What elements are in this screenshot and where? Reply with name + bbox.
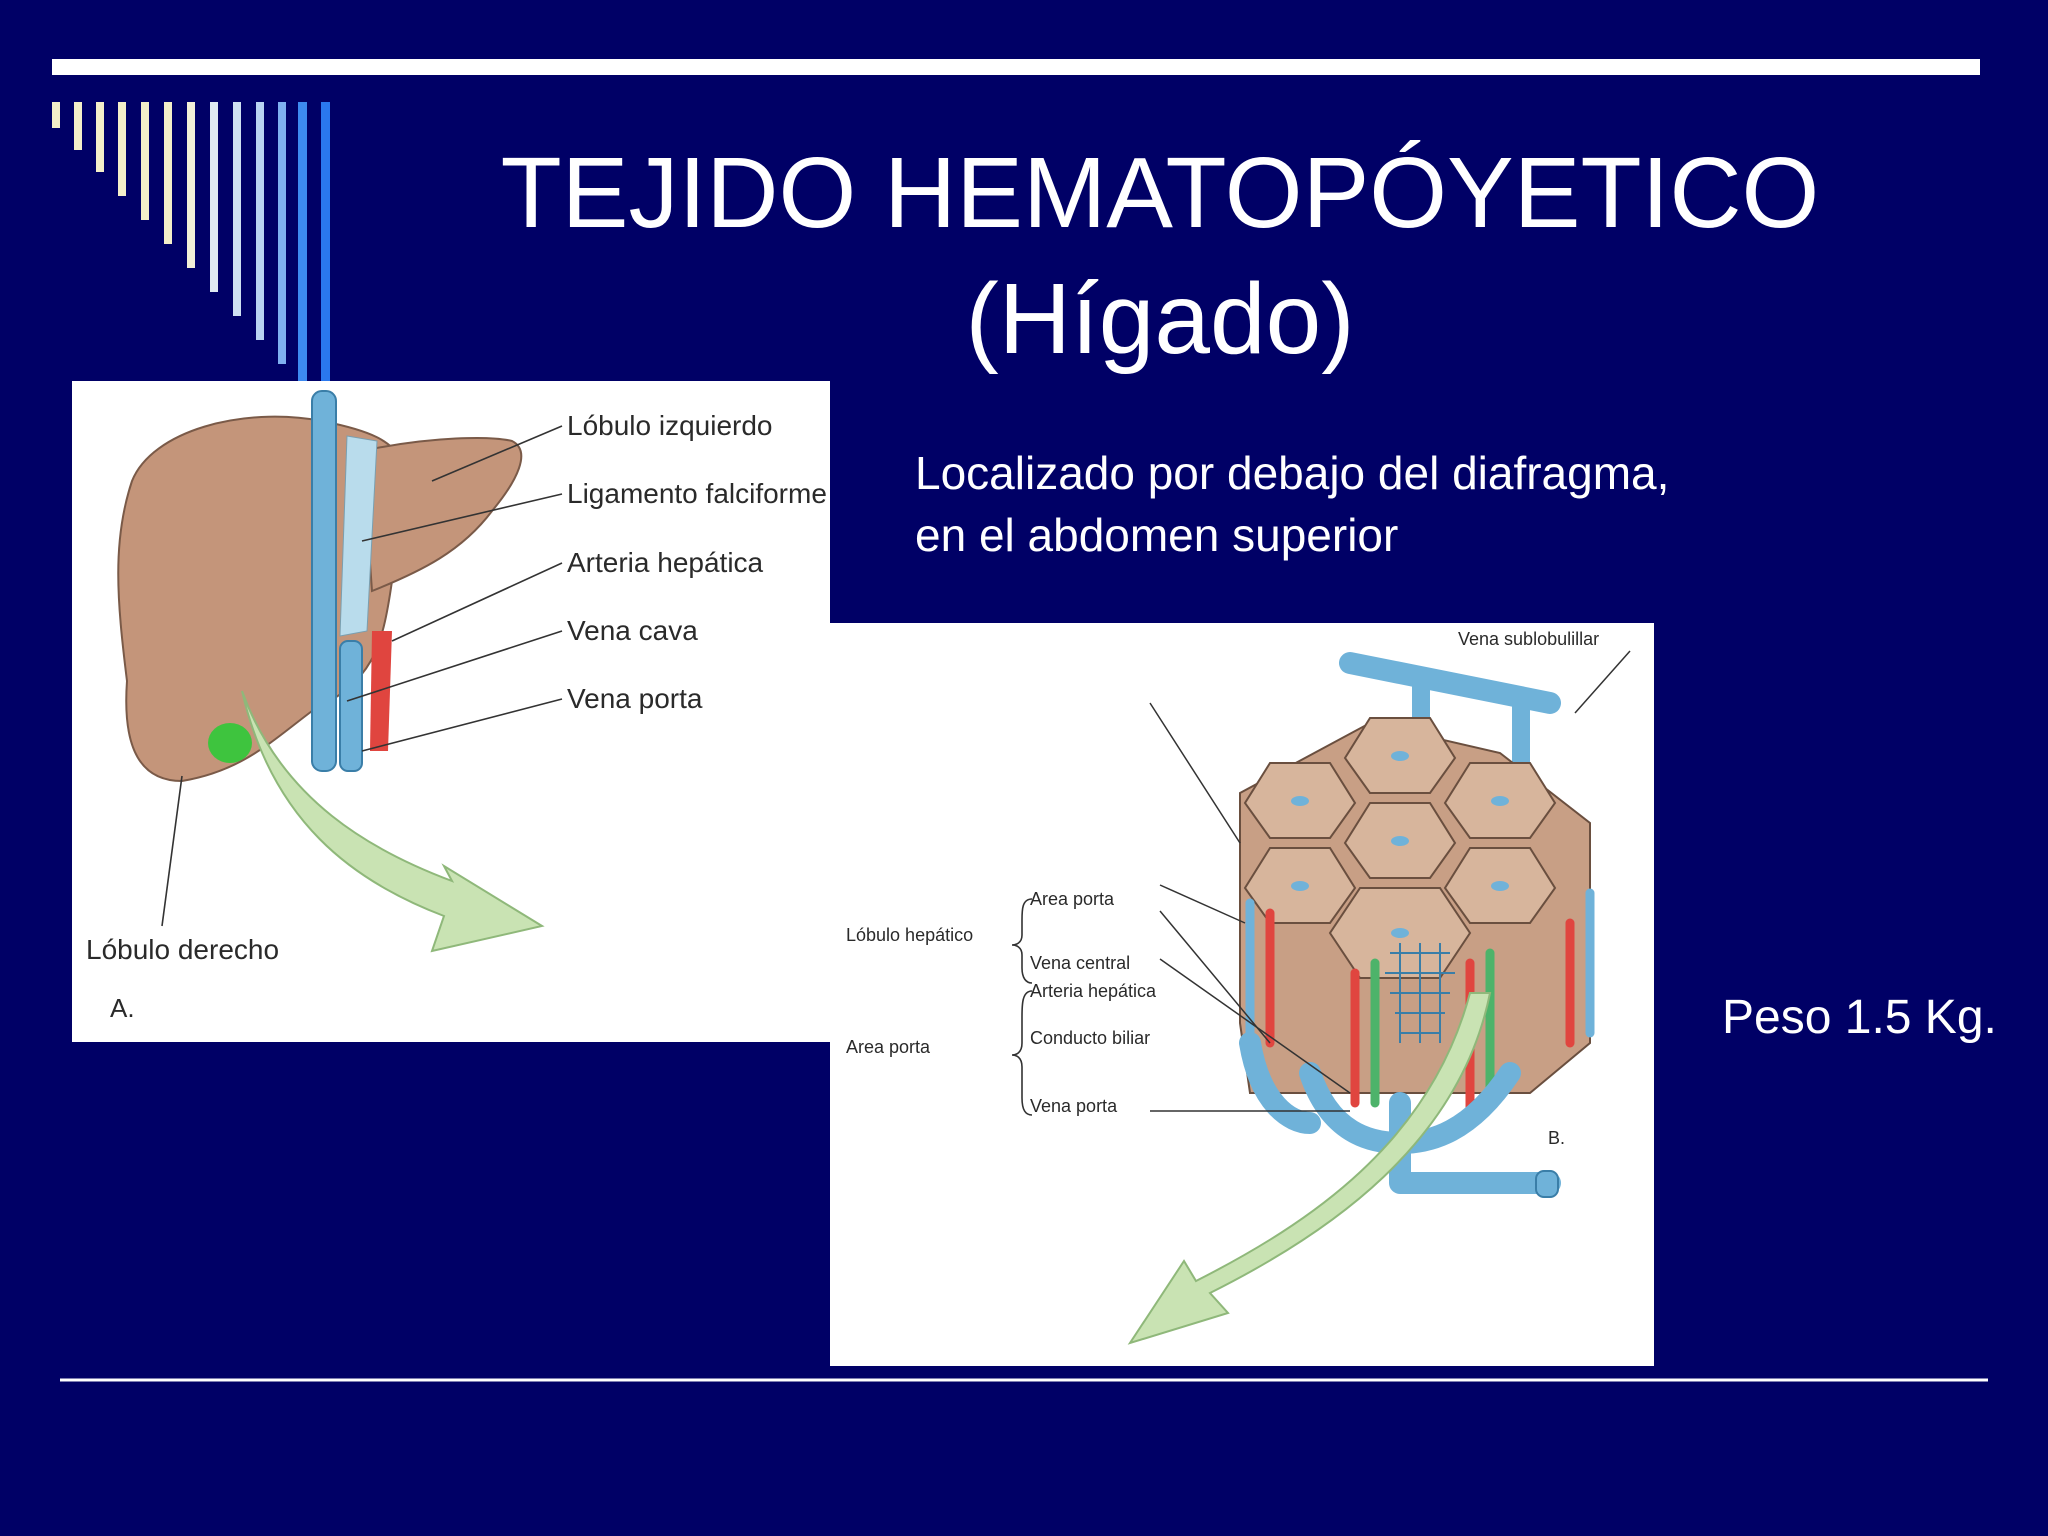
magnify-arrow-b	[1127, 992, 1492, 1345]
title-line-2: (Hígado)	[965, 263, 1355, 375]
sinusoid-mesh	[1385, 943, 1455, 1043]
top-rule	[52, 59, 1980, 75]
gallbladder-shape	[208, 723, 252, 763]
label-hepatic-artery-b: Arteria hepática	[1030, 981, 1157, 1001]
central-veins	[1291, 751, 1509, 938]
figure-b-lobules: Vena sublobulillar Lóbulo hepático Area …	[830, 623, 1654, 1366]
description-line-2: en el abdomen superior	[915, 509, 1399, 561]
label-bile-duct: Conducto biliar	[1030, 1028, 1150, 1048]
label-hepatic-lobule: Lóbulo hepático	[846, 925, 973, 945]
falciform-ligament-shape	[339, 435, 378, 637]
magnify-arrow-a	[241, 690, 545, 953]
label-portal-area-2: Area porta	[846, 1037, 931, 1057]
label-central-vein: Vena central	[1030, 953, 1130, 973]
figure-a-tag: A.	[110, 993, 135, 1023]
vena-cava-shape	[311, 390, 337, 772]
lobule-hexagons	[1243, 717, 1557, 979]
label-vena-cava: Vena cava	[567, 615, 698, 646]
location-description: Localizado por debajo del diafragma, en …	[915, 442, 1965, 566]
label-portal-vein: Vena porta	[567, 683, 703, 714]
description-line-1: Localizado por debajo del diafragma,	[915, 447, 1670, 499]
label-portal-vein-b: Vena porta	[1030, 1096, 1118, 1116]
lobule-illustration: Vena sublobulillar Lóbulo hepático Area …	[846, 629, 1631, 1345]
label-portal-area-1: Area porta	[1030, 889, 1115, 909]
title-line-1: TEJIDO HEMATOPÓYETICO	[500, 137, 1820, 249]
portal-vein-shape	[339, 640, 363, 772]
label-left-lobe: Lóbulo izquierdo	[567, 410, 773, 441]
hepatic-artery-shape	[370, 631, 392, 751]
figure-a-liver: Lóbulo izquierdo Ligamento falciforme Ar…	[72, 381, 830, 1042]
weight-text: Peso 1.5 Kg.	[1722, 991, 1997, 1044]
label-right-lobe: Lóbulo derecho	[86, 934, 279, 965]
label-hepatic-artery: Arteria hepática	[567, 547, 764, 578]
page-title: TEJIDO HEMATOPÓYETICO (Hígado)	[300, 130, 2020, 382]
figure-b-tag: B.	[1548, 1128, 1565, 1148]
label-sublobular-vein: Vena sublobulillar	[1458, 629, 1599, 649]
liver-illustration: Lóbulo izquierdo Ligamento falciforme Ar…	[86, 390, 827, 1023]
liver-left-lobe-shape	[360, 437, 523, 593]
vertical-bars-decoration	[52, 102, 330, 387]
label-falciform: Ligamento falciforme	[567, 478, 827, 509]
